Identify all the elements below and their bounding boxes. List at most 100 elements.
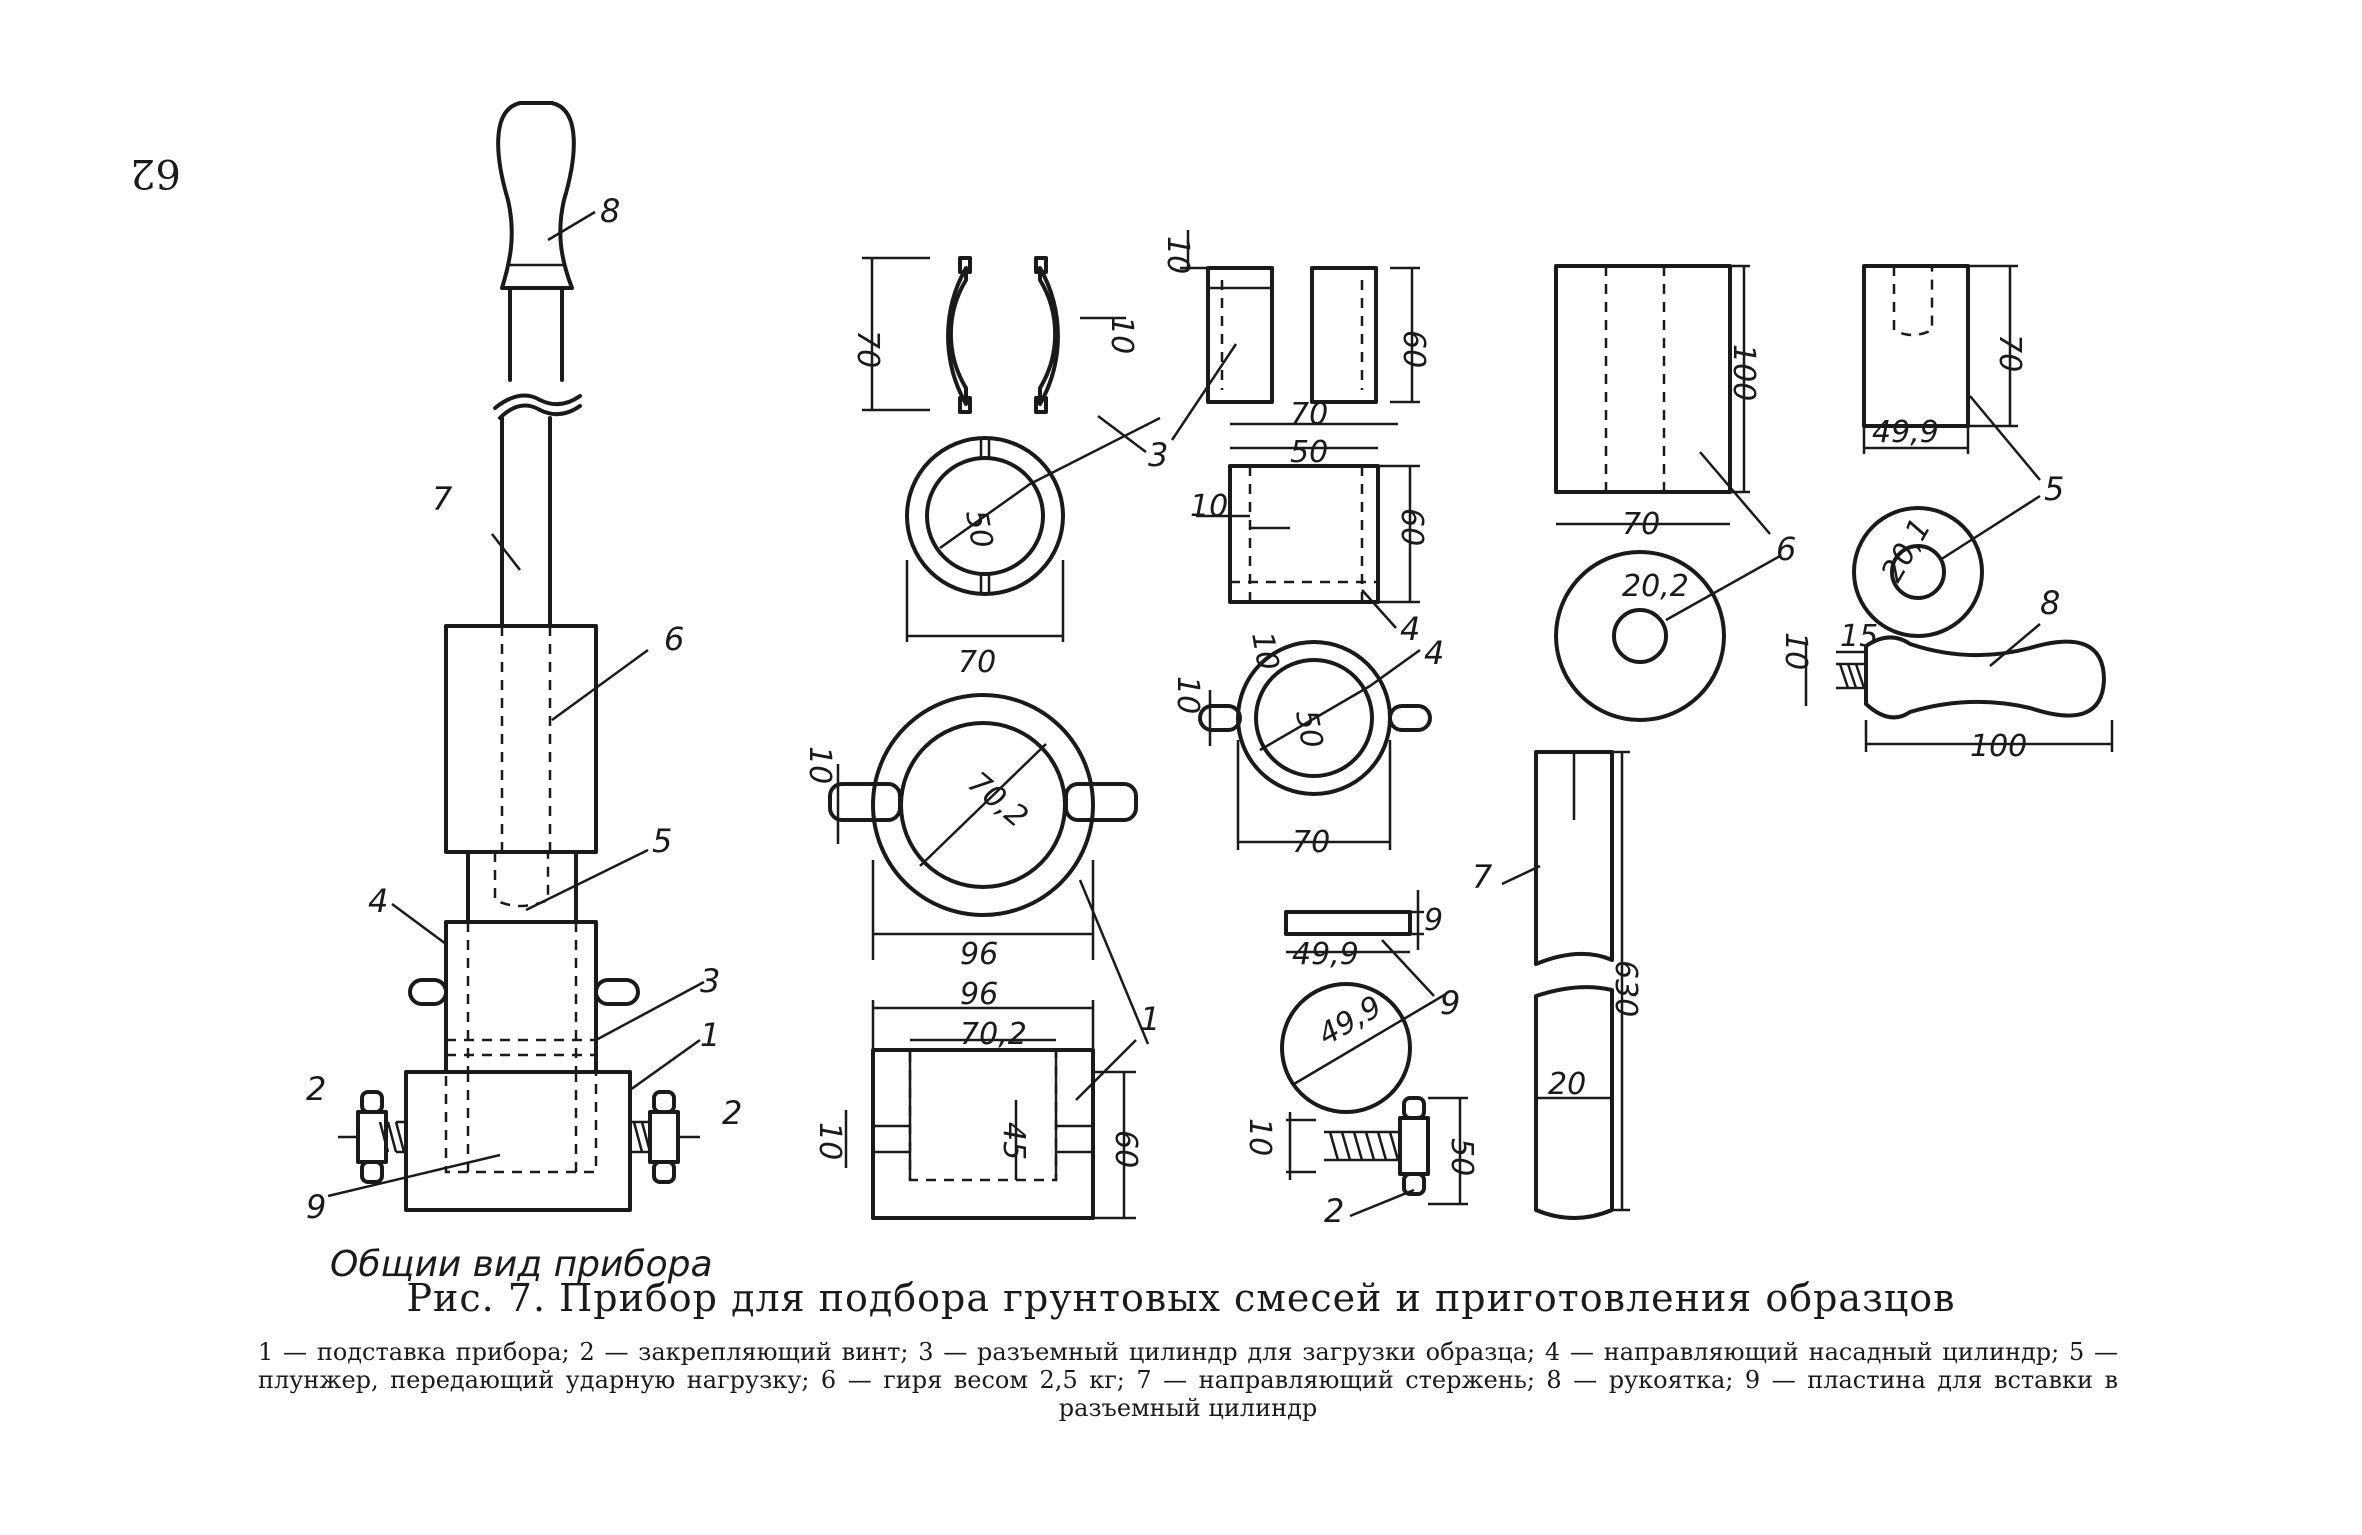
dim-rod-dia: 20	[1548, 1067, 1586, 1102]
label-1-detail: 1	[1140, 1000, 1160, 1038]
plunger-ring-outer	[1852, 506, 1984, 638]
guide-ring-inner	[1254, 658, 1374, 778]
split-half-left	[946, 266, 968, 406]
label-3: 3	[700, 962, 720, 1000]
guide-half-right	[1310, 266, 1378, 404]
label-9: 9	[306, 1188, 326, 1226]
handle-detail: 10 15 100 8	[1778, 584, 2114, 764]
screw-detail: 10 50 2	[1242, 1096, 1479, 1230]
dim-guide-ring-lug-w: 10	[1244, 629, 1285, 673]
dim-rod-length: 630	[1608, 960, 1643, 1017]
plate-disc	[1280, 982, 1412, 1114]
weight-top	[1554, 550, 1726, 722]
dim-plate-thickness: 9	[1424, 903, 1443, 938]
rod-upper	[1534, 750, 1614, 966]
guide-front	[1228, 464, 1380, 604]
assembly-weight	[444, 624, 598, 854]
rod-lower	[1534, 985, 1614, 1220]
label-2-right: 2	[722, 1094, 742, 1132]
dim-guide-inner: 50	[1290, 435, 1328, 470]
assembly-rod	[493, 286, 582, 628]
split-ring-inner	[925, 456, 1045, 576]
dim-base-lug: 10	[802, 746, 837, 784]
dim-guide-ring-outer: 70	[1292, 825, 1330, 860]
assembly-handle	[496, 101, 576, 290]
dim-base-top-inner: 70,2	[960, 1017, 1027, 1052]
guide-half-left	[1206, 266, 1274, 404]
label-5: 5	[652, 822, 672, 860]
guide-cylinder-detail: 10 60 70 50 10 60 4 50 4 10 10 70	[1160, 230, 1444, 860]
label-2-left: 2	[306, 1070, 326, 1108]
plunger-ring-inner	[1890, 544, 1946, 600]
plate-side	[1284, 910, 1412, 936]
weight-detail: 100 70 20,2 6	[1554, 264, 1796, 722]
plunger-detail: 70 49,9 20,1 5	[1852, 264, 2064, 638]
dim-guide-top: 10	[1160, 236, 1195, 274]
dim-guide-side: 60	[1396, 330, 1431, 368]
label-7: 7	[432, 480, 453, 518]
figure-legend: 1 — подставка прибора; 2 — закрепляющий …	[258, 1338, 2118, 1422]
dim-screw: 10	[1242, 1118, 1277, 1156]
dim-guide-ring-lug-h: 10	[1170, 676, 1205, 714]
plate-detail: 9 49,9 9 49,9	[1280, 890, 1460, 1114]
label-7-detail: 7	[1472, 858, 1493, 896]
label-5-detail: 5	[2044, 470, 2064, 508]
figure-caption: Рис. 7. Прибор для подбора грунтовых сме…	[406, 1276, 1956, 1320]
label-8-detail: 8	[2040, 584, 2060, 622]
dim-handle-length: 100	[1970, 729, 2027, 764]
label-6: 6	[664, 620, 684, 658]
dim-weight-width: 70	[1622, 507, 1660, 542]
dim-handle-lug-w: 15	[1840, 619, 1878, 654]
base-block	[871, 1048, 1095, 1220]
assembly-screw-left	[338, 1090, 406, 1184]
split-ring-outer	[905, 436, 1065, 596]
dim-guide-ring-inner: 50	[1288, 707, 1329, 751]
dim-base-lug-side: 10	[812, 1122, 847, 1160]
assembly-screw-right	[630, 1090, 700, 1184]
dim-base-inner: 70,2	[961, 765, 1035, 835]
dim-split-wall: 10	[1104, 316, 1139, 354]
weight-hole	[1612, 608, 1668, 664]
label-4: 4	[368, 882, 388, 920]
dim-weight-height: 100	[1726, 344, 1761, 401]
label-2-detail: 2	[1324, 1192, 1344, 1230]
label-1: 1	[700, 1016, 720, 1054]
base-block-detail: 96 70,2 45 10 60 1	[812, 977, 1160, 1220]
general-view-assembly: 8 7 6 5 4 3 1 2 2 9	[306, 101, 742, 1226]
dim-plunger-width: 49,9	[1872, 415, 1939, 450]
assembly-plunger	[466, 850, 578, 924]
label-9-detail: 9	[1440, 984, 1460, 1022]
general-view-label: Общии вид прибора	[330, 1244, 713, 1285]
dim-split-height: 70	[850, 330, 885, 368]
dim-base-height: 60	[1108, 1130, 1143, 1168]
rod-detail: 630 20 7	[1472, 750, 1643, 1220]
split-cylinder-detail: 70 10 50 70 3	[850, 256, 1168, 680]
split-half-right	[1038, 266, 1060, 406]
dim-split-outer: 70	[958, 645, 996, 680]
dim-guide-outer: 70	[1290, 397, 1328, 432]
dim-split-inner: 50	[958, 507, 999, 551]
dim-plunger-height: 70	[1992, 334, 2027, 372]
plunger-side	[1862, 264, 1970, 428]
dim-screw-len: 50	[1444, 1138, 1479, 1176]
dim-base-recess: 45	[996, 1122, 1031, 1160]
handle-body	[1864, 635, 2106, 720]
dim-guide-lug: 10	[1190, 489, 1228, 524]
label-6-detail: 6	[1776, 530, 1796, 568]
dim-handle-lug-h: 10	[1778, 632, 1813, 670]
screw-thread	[1324, 1130, 1400, 1162]
dim-weight-hole: 20,2	[1622, 569, 1689, 604]
dim-plate-dia: 49,9	[1313, 989, 1388, 1053]
label-3-detail: 3	[1148, 436, 1168, 474]
base-ring-outer	[871, 693, 1095, 917]
screw-head	[1398, 1116, 1430, 1176]
dim-guide-height: 60	[1394, 508, 1429, 546]
label-4-detail-b: 4	[1424, 634, 1444, 672]
dim-base-top-outer: 96	[960, 977, 998, 1012]
label-4-detail-a: 4	[1400, 610, 1420, 648]
label-8: 8	[600, 192, 620, 230]
dim-plate-width: 49,9	[1292, 937, 1359, 972]
dim-base-outer: 96	[960, 937, 998, 972]
weight-side	[1554, 264, 1732, 494]
